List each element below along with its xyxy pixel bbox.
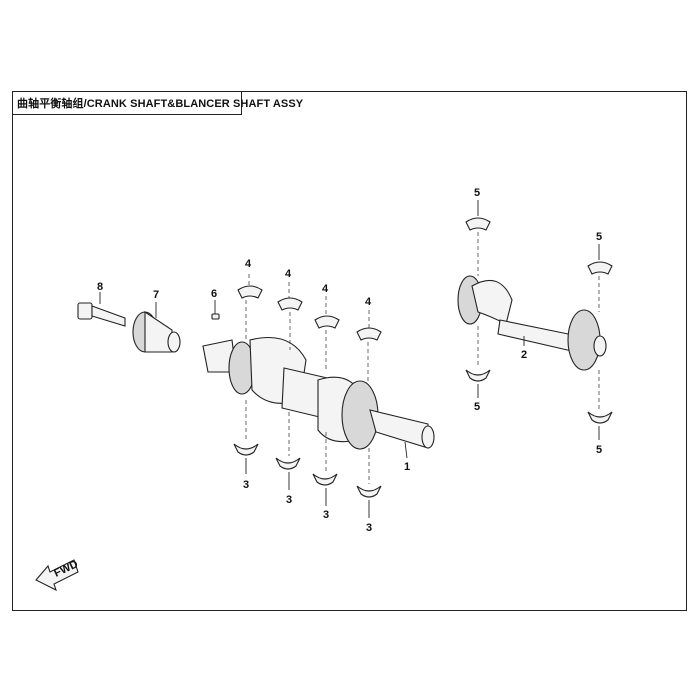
callout-6: 6 — [211, 288, 217, 300]
part-5-bearing-c[interactable] — [587, 244, 613, 312]
callout-3c: 3 — [323, 509, 329, 521]
callout-4a: 4 — [245, 258, 252, 270]
callout-5c: 5 — [596, 231, 602, 243]
callout-3b: 3 — [286, 494, 292, 506]
callout-4d: 4 — [365, 296, 372, 308]
callout-3d: 3 — [366, 522, 372, 534]
part-4-bearing-c[interactable] — [314, 296, 340, 372]
part-3-bearing-c[interactable] — [312, 432, 338, 506]
fwd-arrow-icon: FWD — [35, 558, 80, 592]
callout-5b: 5 — [474, 401, 480, 413]
callout-7: 7 — [153, 289, 159, 301]
part-4-bearing-d[interactable] — [356, 310, 382, 384]
callout-3a: 3 — [243, 479, 249, 491]
callout-5d: 5 — [596, 444, 602, 456]
part-1-crankshaft[interactable] — [202, 336, 435, 459]
title-block: 曲轴平衡轴组/CRANK SHAFT&BLANCER SHAFT ASSY — [12, 91, 303, 115]
part-8-bolt[interactable] — [77, 292, 126, 327]
callout-5a: 5 — [474, 187, 480, 199]
part-4-bearing-b[interactable] — [277, 282, 303, 350]
callout-4c: 4 — [322, 283, 329, 295]
callout-2: 2 — [521, 349, 527, 361]
diagram-title: 曲轴平衡轴组/CRANK SHAFT&BLANCER SHAFT ASSY — [17, 97, 304, 110]
callout-8: 8 — [97, 281, 103, 293]
part-5-bearing-d[interactable] — [587, 370, 613, 440]
part-2-balancer-shaft[interactable] — [457, 275, 607, 371]
part-7-gear[interactable] — [132, 302, 181, 353]
drawing-frame — [12, 91, 687, 611]
part-6-pin[interactable] — [211, 300, 220, 320]
part-5-bearing-a[interactable] — [465, 200, 491, 276]
part-3-bearing-d[interactable] — [356, 448, 382, 518]
part-3-bearing-a[interactable] — [233, 400, 259, 474]
part-4-bearing-a[interactable] — [237, 274, 263, 340]
part-5-bearing-b[interactable] — [465, 326, 491, 398]
callout-4b: 4 — [285, 268, 292, 280]
part-3-bearing-b[interactable] — [275, 412, 301, 490]
callout-1: 1 — [404, 461, 410, 473]
